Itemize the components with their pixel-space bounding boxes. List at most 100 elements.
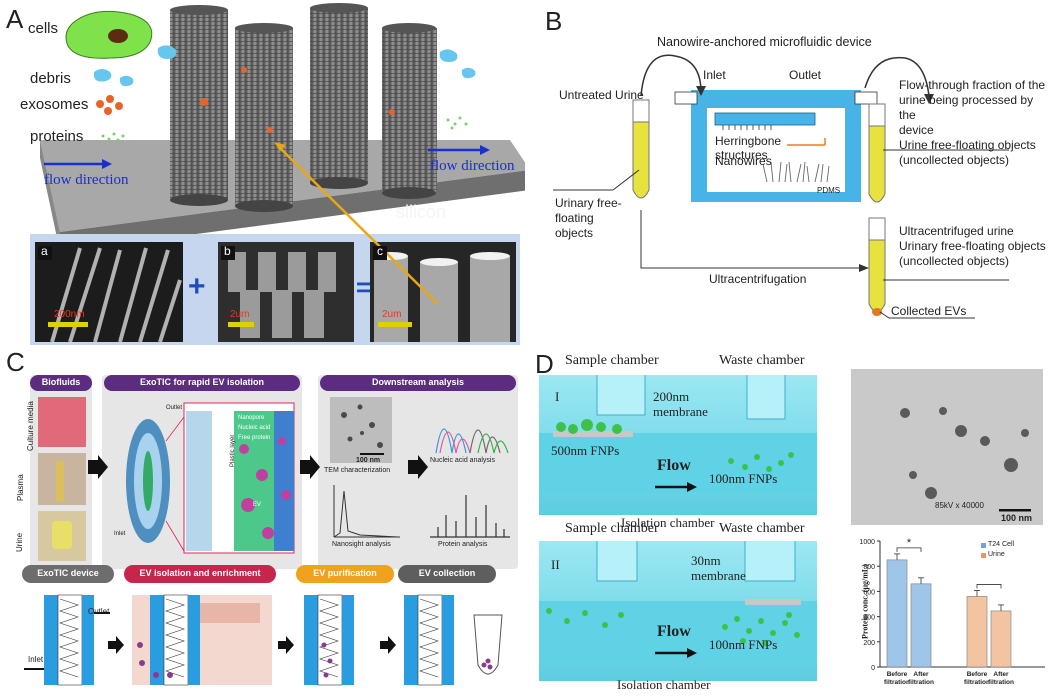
chart-ylabel: Protein conc. (µg/mL) xyxy=(860,564,870,639)
panel-a-diagram xyxy=(30,3,525,345)
nanopore-label: Nanopore xyxy=(238,415,265,421)
fnp-500nm: 500nm FNPs xyxy=(551,443,620,458)
bar xyxy=(910,583,932,668)
panel-a: A cells debris exosomes proteins flow di… xyxy=(0,0,525,345)
outlet-label: Outlet xyxy=(789,68,822,82)
sem-tag-c: c xyxy=(377,244,383,258)
step-3-bg xyxy=(296,565,394,583)
x-tick-label: filtration xyxy=(964,679,990,686)
tube-flow-through xyxy=(868,103,886,203)
step-2-bg xyxy=(124,565,276,583)
panel-b-letter: B xyxy=(545,6,563,36)
roman-II: II xyxy=(551,557,560,572)
inlet-label: Inlet xyxy=(703,68,726,82)
legend-cells: cells xyxy=(28,20,59,37)
tube-ultracentrifuged xyxy=(868,217,886,316)
inlet-arrow-icon xyxy=(640,54,702,97)
chart-layer: 02004006008001000BeforefiltrationAfterfi… xyxy=(859,537,1014,686)
sem-scale-c: 2um xyxy=(382,309,402,320)
debris-icon xyxy=(94,45,476,87)
x-tick-label: After xyxy=(993,671,1009,678)
nucleic-acid-analysis-label: Nucleic acid analysis xyxy=(430,457,495,464)
culture-media-photo xyxy=(38,397,86,447)
y-tick-label: 800 xyxy=(863,564,875,571)
step1-outlet-label: Outlet xyxy=(88,607,110,616)
equals-sign: = xyxy=(356,272,372,302)
panel-b: B Nanowire-anchored microfluidic device … xyxy=(525,0,1050,345)
flow-label-II: Flow xyxy=(657,623,691,640)
step-1-device xyxy=(24,594,110,686)
step-exotic-device: ExoTIC device xyxy=(37,568,99,578)
step1-inlet-label: Inlet xyxy=(28,655,44,664)
header-downstream: Downstream analysis xyxy=(371,377,465,387)
header-exotic-bg xyxy=(104,375,300,391)
fnp-100nm-I: 100nm FNPs xyxy=(709,471,778,486)
y-tick-label: 200 xyxy=(863,640,875,647)
arrow-icon xyxy=(108,636,124,654)
biofluid-culture-label: Culture media xyxy=(26,401,35,451)
device-title: Nanowire-anchored microfluidic device xyxy=(657,35,872,49)
step-4-bg xyxy=(398,565,496,583)
bar xyxy=(990,610,1012,668)
tem-scale-label: 100 nm xyxy=(356,457,381,464)
device-inlet-label: Inlet xyxy=(114,531,126,537)
nanowire-pillar xyxy=(310,3,368,189)
device-outlet-label: Outlet xyxy=(166,405,183,411)
step-ev-collection: EV collection xyxy=(418,568,476,578)
collected-evs-label: Collected EVs xyxy=(891,304,967,318)
waste-chamber-II: Waste chamber xyxy=(719,521,805,536)
legend-label-t24: T24 Cell xyxy=(988,541,1015,548)
sample-chamber-I: Sample chamber xyxy=(565,353,659,368)
nanowire-pillar xyxy=(170,5,228,206)
legend-exosomes: exosomes xyxy=(20,96,89,113)
nanowire-array xyxy=(762,161,830,183)
header-biofluids-bg xyxy=(30,375,92,391)
y-tick-label: 400 xyxy=(863,615,875,622)
legend-swatch-urine xyxy=(981,553,986,558)
step-ev-isolation: EV isolation and enrichment xyxy=(139,568,261,578)
tem-characterization-label: TEM characterization xyxy=(324,467,391,474)
isolation-chamber-I: Isolation chamber xyxy=(621,515,715,530)
exosome-icon xyxy=(96,95,123,115)
membrane-200nm: 200nm membrane xyxy=(653,389,708,419)
step-ev-purification: EV purification xyxy=(313,568,377,578)
sem-tag-b: b xyxy=(224,244,231,258)
flow-direction-right: flow direction xyxy=(430,158,515,174)
silicon-label: silicon xyxy=(396,202,447,222)
eppendorf-tube-icon xyxy=(473,614,503,675)
arrow-icon xyxy=(380,636,396,654)
sem-scale-a: 200nm xyxy=(54,309,85,320)
arrow-icon xyxy=(88,455,108,479)
arrow-icon xyxy=(408,455,428,479)
cell-icon xyxy=(65,10,153,59)
panel-c-letter: C xyxy=(6,347,25,377)
arrow-icon xyxy=(278,636,294,654)
panel-a-letter: A xyxy=(6,4,24,34)
panel-c-diagram xyxy=(22,375,518,686)
protein-plot xyxy=(430,495,510,538)
x-tick-label: filtration xyxy=(884,679,910,686)
exotic-device xyxy=(126,402,295,554)
x-tick-label: Before xyxy=(887,671,908,678)
legend-debris: debris xyxy=(30,70,71,87)
zoom-arrow-icon xyxy=(277,145,439,305)
pdms-label: PDMS xyxy=(817,186,841,195)
herringbone-label: Herringbone structures xyxy=(715,134,782,162)
nanosight-analysis-label: Nanosight analysis xyxy=(332,541,391,548)
x-tick-label: Before xyxy=(967,671,988,678)
legend-swatch-t24 xyxy=(981,543,986,548)
panel-d-letter: D xyxy=(535,349,554,379)
significance-star: * xyxy=(907,537,912,549)
schematic-I xyxy=(539,375,817,515)
header-downstream-bg xyxy=(320,375,516,391)
flow-label-I: Flow xyxy=(657,457,691,474)
ev-label: EV xyxy=(253,502,262,508)
step-1-bg xyxy=(22,565,114,583)
x-tick-label: After xyxy=(913,671,929,678)
ultracentrifugation-label: Ultracentrifugation xyxy=(709,272,807,286)
biofluid-urine-label: Urine xyxy=(15,532,24,552)
plus-sign: + xyxy=(188,270,206,303)
step-2-device xyxy=(132,594,272,686)
free-protein-label: Free protein xyxy=(238,435,271,441)
header-biofluids: Biofluids xyxy=(41,377,81,387)
